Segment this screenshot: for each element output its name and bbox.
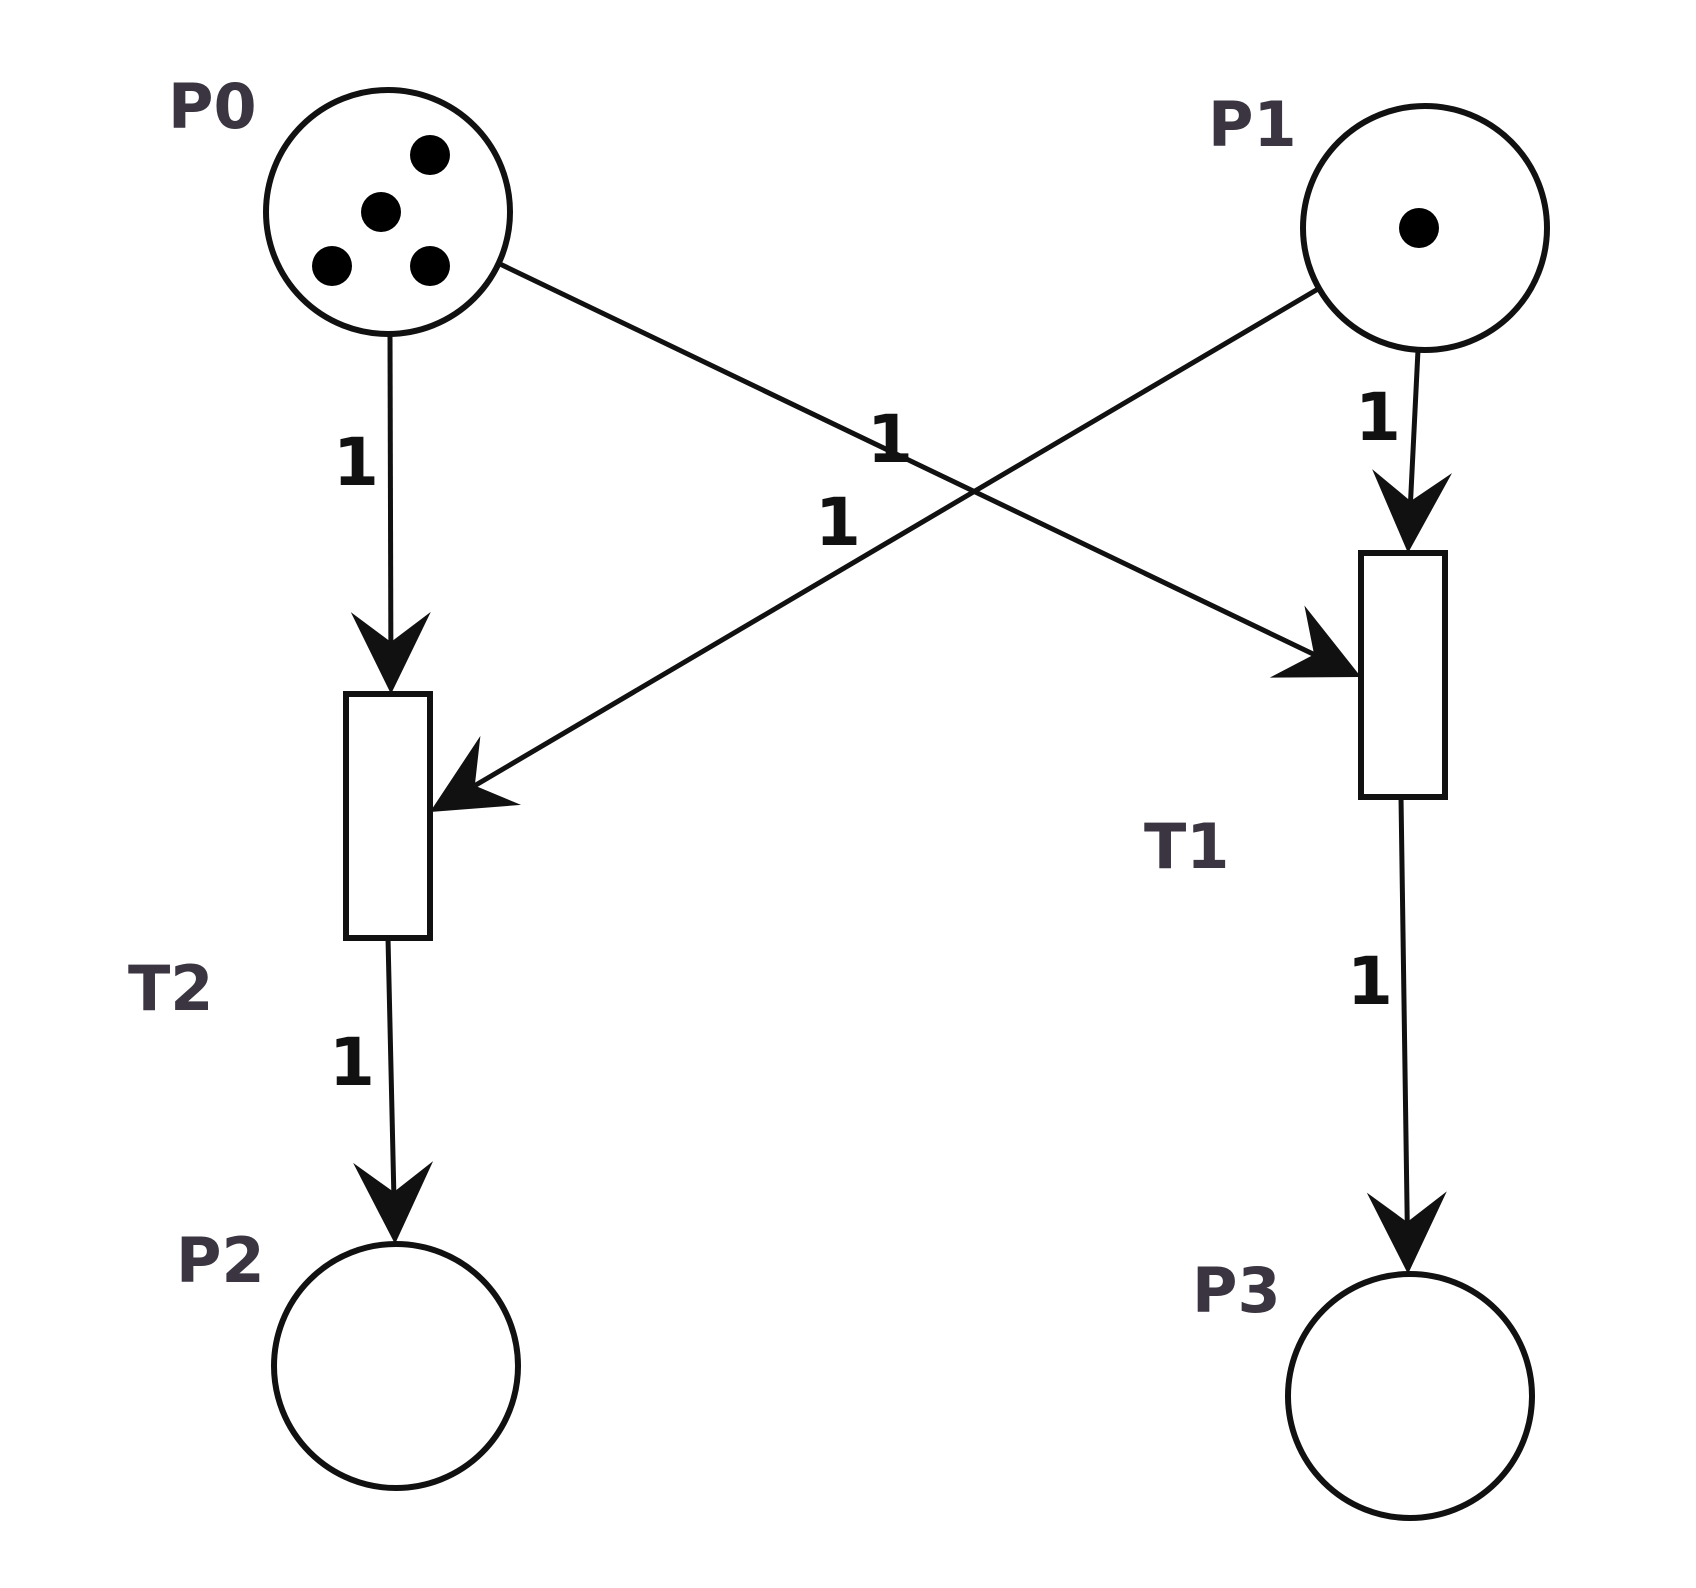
arc-line [385, 937, 397, 1193]
arrowhead-icon [1366, 1191, 1447, 1274]
arc-p1-t2 [430, 286, 1320, 812]
transition-label: T2 [128, 952, 213, 1025]
place-circle [271, 1241, 521, 1491]
arc-line [1398, 796, 1410, 1223]
arrowhead-icon [430, 735, 521, 812]
token-dot [361, 192, 401, 232]
transition-t1 [1358, 550, 1448, 800]
place-circle [1285, 1271, 1535, 1521]
place-label: P1 [1208, 88, 1297, 161]
place-p1 [1300, 103, 1550, 353]
arc-t1-p3 [1366, 796, 1447, 1274]
arcs-layer [350, 261, 1452, 1274]
arc-weight-label: 1 [333, 424, 379, 501]
token-dot [410, 135, 450, 175]
arc-weight-label: 1 [1347, 943, 1393, 1020]
arrowhead-icon [1372, 469, 1452, 553]
arrowhead-icon [350, 611, 431, 694]
place-p2 [271, 1241, 521, 1491]
arc-t2-p2 [353, 937, 434, 1244]
transition-box [343, 691, 433, 941]
arc-weight-label: 1 [329, 1024, 375, 1101]
arc-weight-label: 1 [867, 401, 913, 478]
arc-line [473, 286, 1320, 788]
arc-line [498, 261, 1316, 657]
arc-weight-label: 1 [1355, 379, 1401, 456]
arc-line [1408, 349, 1421, 502]
arc-line [387, 333, 394, 643]
arrowhead-icon [353, 1161, 434, 1244]
arc-p1-t1 [1372, 349, 1452, 553]
place-label: P3 [1192, 1254, 1281, 1327]
place-label: P0 [168, 70, 257, 143]
arc-p0-t2 [350, 333, 431, 694]
transition-t2 [343, 691, 433, 941]
token-dot [312, 246, 352, 286]
token-dot [410, 246, 450, 286]
place-label: P2 [176, 1224, 265, 1297]
place-p3 [1285, 1271, 1535, 1521]
arc-p0-t1 [498, 261, 1361, 678]
arrowhead-icon [1269, 605, 1361, 678]
nodes-layer [263, 87, 1550, 1521]
place-p0 [263, 87, 513, 337]
transition-label: T1 [1144, 810, 1229, 883]
arc-weight-label: 1 [815, 484, 861, 561]
token-dot [1399, 208, 1439, 248]
transition-box [1358, 550, 1448, 800]
